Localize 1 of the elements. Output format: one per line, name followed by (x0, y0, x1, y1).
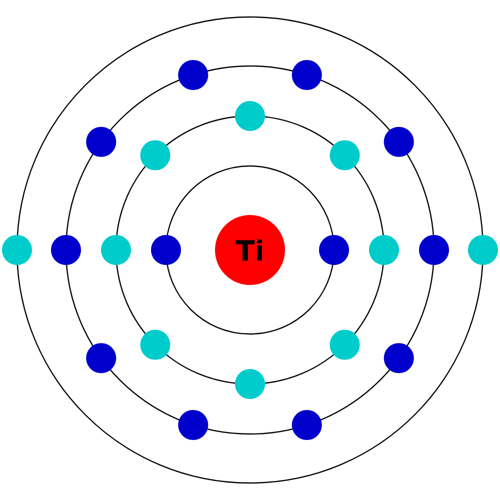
nucleus: Ti (215, 215, 285, 285)
